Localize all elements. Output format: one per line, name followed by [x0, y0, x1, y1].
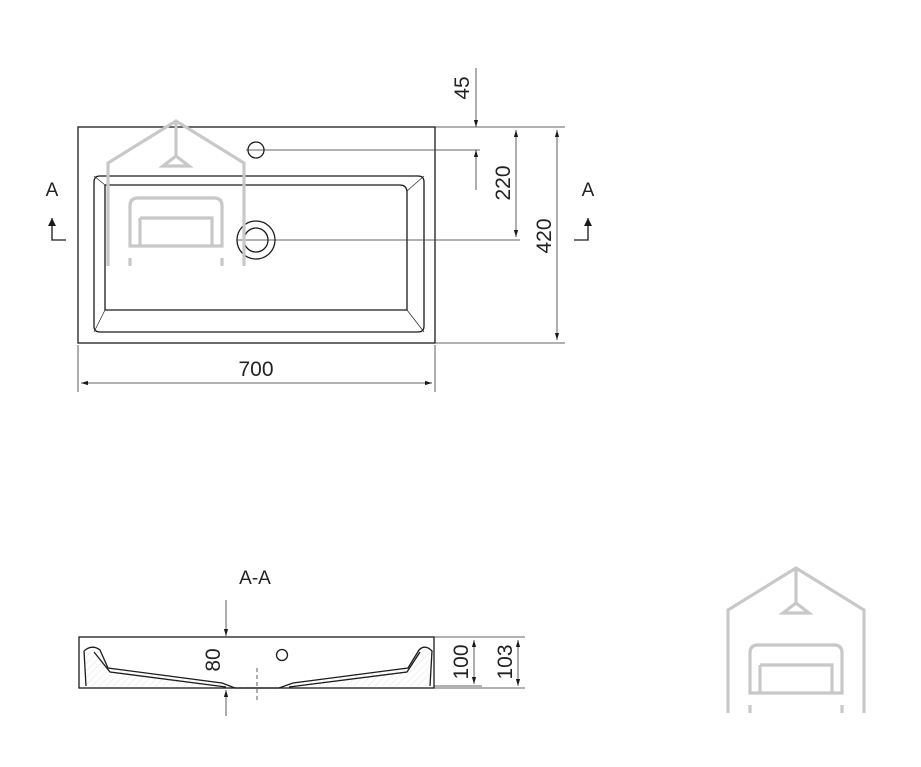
section-title: A-A — [239, 568, 271, 589]
bowl-outer — [93, 175, 425, 333]
dim-100-label: 100 — [450, 644, 473, 679]
dim-220-label: 220 — [492, 165, 515, 200]
bowl-inner — [104, 184, 408, 311]
dim-45-label: 45 — [451, 76, 474, 99]
top-view: 45 220 420 700 A A — [46, 68, 595, 392]
dim-80-label: 80 — [202, 648, 225, 671]
house-sofa-watermark-icon — [106, 119, 246, 266]
svg-text:A: A — [582, 180, 595, 201]
tap-hole-section — [275, 648, 289, 662]
dim-700-label: 700 — [238, 358, 273, 381]
section-view: A-A 80 100 103 — [78, 568, 525, 716]
svg-text:A: A — [46, 180, 59, 201]
house-sofa-watermark-icon-corner — [726, 566, 866, 713]
basin-outline — [77, 126, 436, 344]
section-marker-left: A — [46, 180, 66, 241]
dim-103-label: 103 — [494, 644, 517, 679]
section-marker-right: A — [574, 180, 595, 241]
dim-420-label: 420 — [533, 218, 556, 253]
